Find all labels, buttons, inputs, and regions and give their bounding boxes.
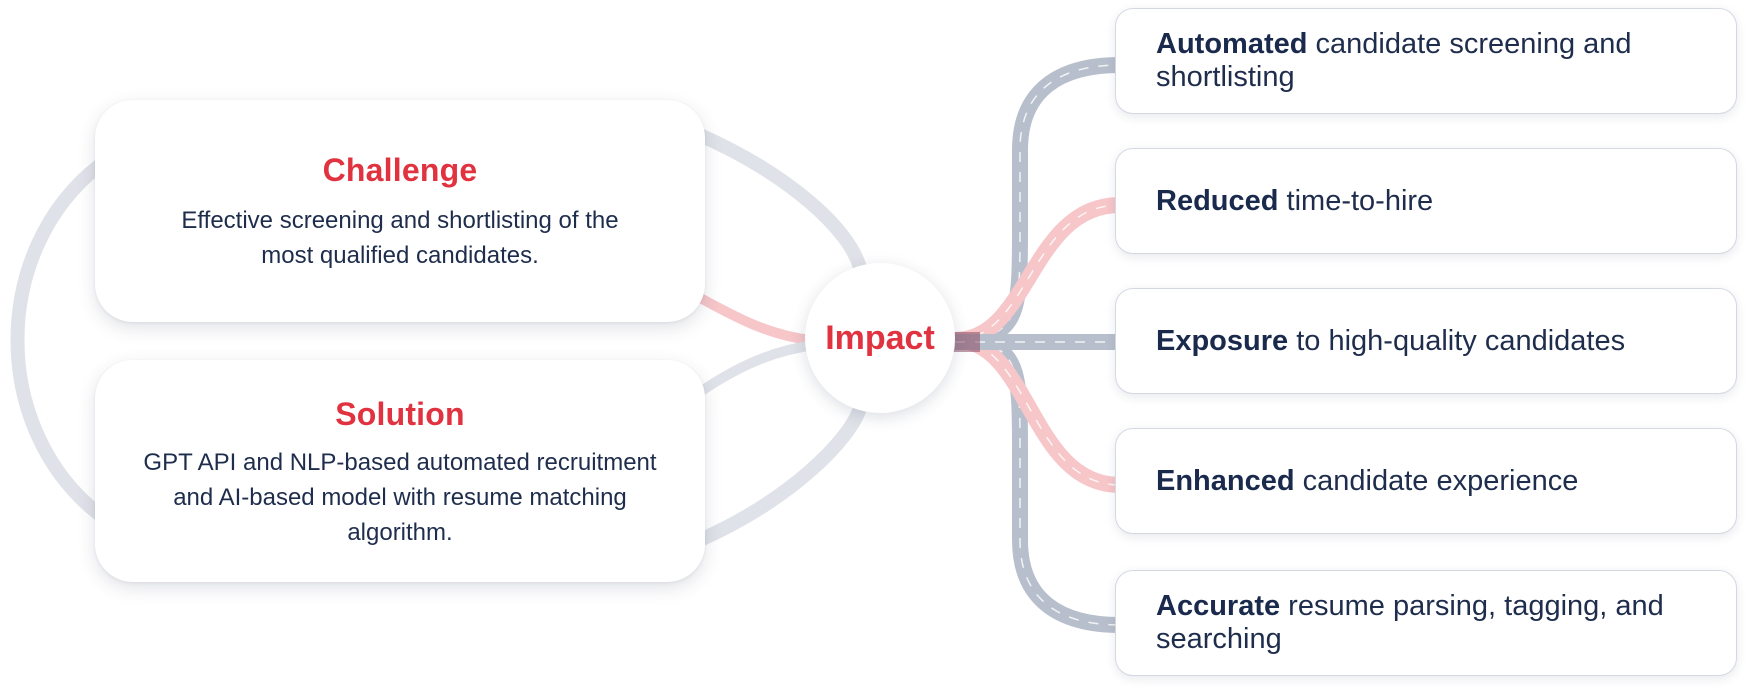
impact-rest: candidate experience [1294, 464, 1579, 497]
impact-text: Reduced time-to-hire [1156, 185, 1433, 218]
impact-card-exposure: Exposure to high-quality candidates [1115, 288, 1737, 394]
impact-rest: resume parsing, tagging, and searching [1156, 590, 1664, 655]
branch-road-4 [954, 332, 1121, 493]
impact-rest: time-to-hire [1278, 184, 1434, 217]
impact-bold: Enhanced [1156, 464, 1295, 497]
impact-text: Exposure to high-quality candidates [1156, 325, 1625, 358]
impact-card-automated: Automated candidate screening and shortl… [1115, 8, 1737, 114]
impact-hub-label: Impact [825, 318, 935, 357]
impact-rest: candidate screening and shortlisting [1156, 28, 1632, 93]
impact-card-reduced: Reduced time-to-hire [1115, 148, 1737, 254]
branch-road-2 [954, 197, 1121, 348]
solution-text: GPT API and NLP-based automated recruitm… [143, 449, 657, 546]
solution-card: Solution GPT API and NLP-based automated… [95, 360, 705, 582]
solution-grey-link [697, 340, 816, 397]
impact-hub: Impact [805, 263, 955, 413]
left-loop-arc [10, 158, 107, 522]
challenge-title: Challenge [322, 152, 478, 188]
hub-junction [950, 332, 980, 352]
impact-card-accurate: Accurate resume parsing, tagging, and se… [1115, 570, 1737, 676]
impact-bold: Automated [1156, 28, 1308, 60]
challenge-card: Challenge Effective screening and shortl… [95, 100, 705, 322]
impact-rest: to high-quality candidates [1288, 324, 1626, 357]
impact-text: Automated candidate screening and shortl… [1156, 28, 1696, 94]
challenge-pink-link [692, 290, 811, 345]
impact-text: Accurate resume parsing, tagging, and se… [1156, 590, 1696, 656]
impact-bold: Exposure [1156, 324, 1289, 357]
branch-roads [950, 57, 1121, 633]
challenge-arc [697, 128, 867, 271]
impact-bold: Accurate [1156, 590, 1281, 622]
challenge-text: Effective screening and shortlisting of … [181, 207, 619, 269]
impact-bold: Reduced [1156, 184, 1279, 217]
solution-arc [697, 405, 867, 547]
branch-road-2-dash [954, 204, 1121, 341]
impact-text: Enhanced candidate experience [1156, 465, 1578, 498]
solution-title: Solution [335, 396, 465, 432]
impact-card-enhanced: Enhanced candidate experience [1115, 428, 1737, 534]
